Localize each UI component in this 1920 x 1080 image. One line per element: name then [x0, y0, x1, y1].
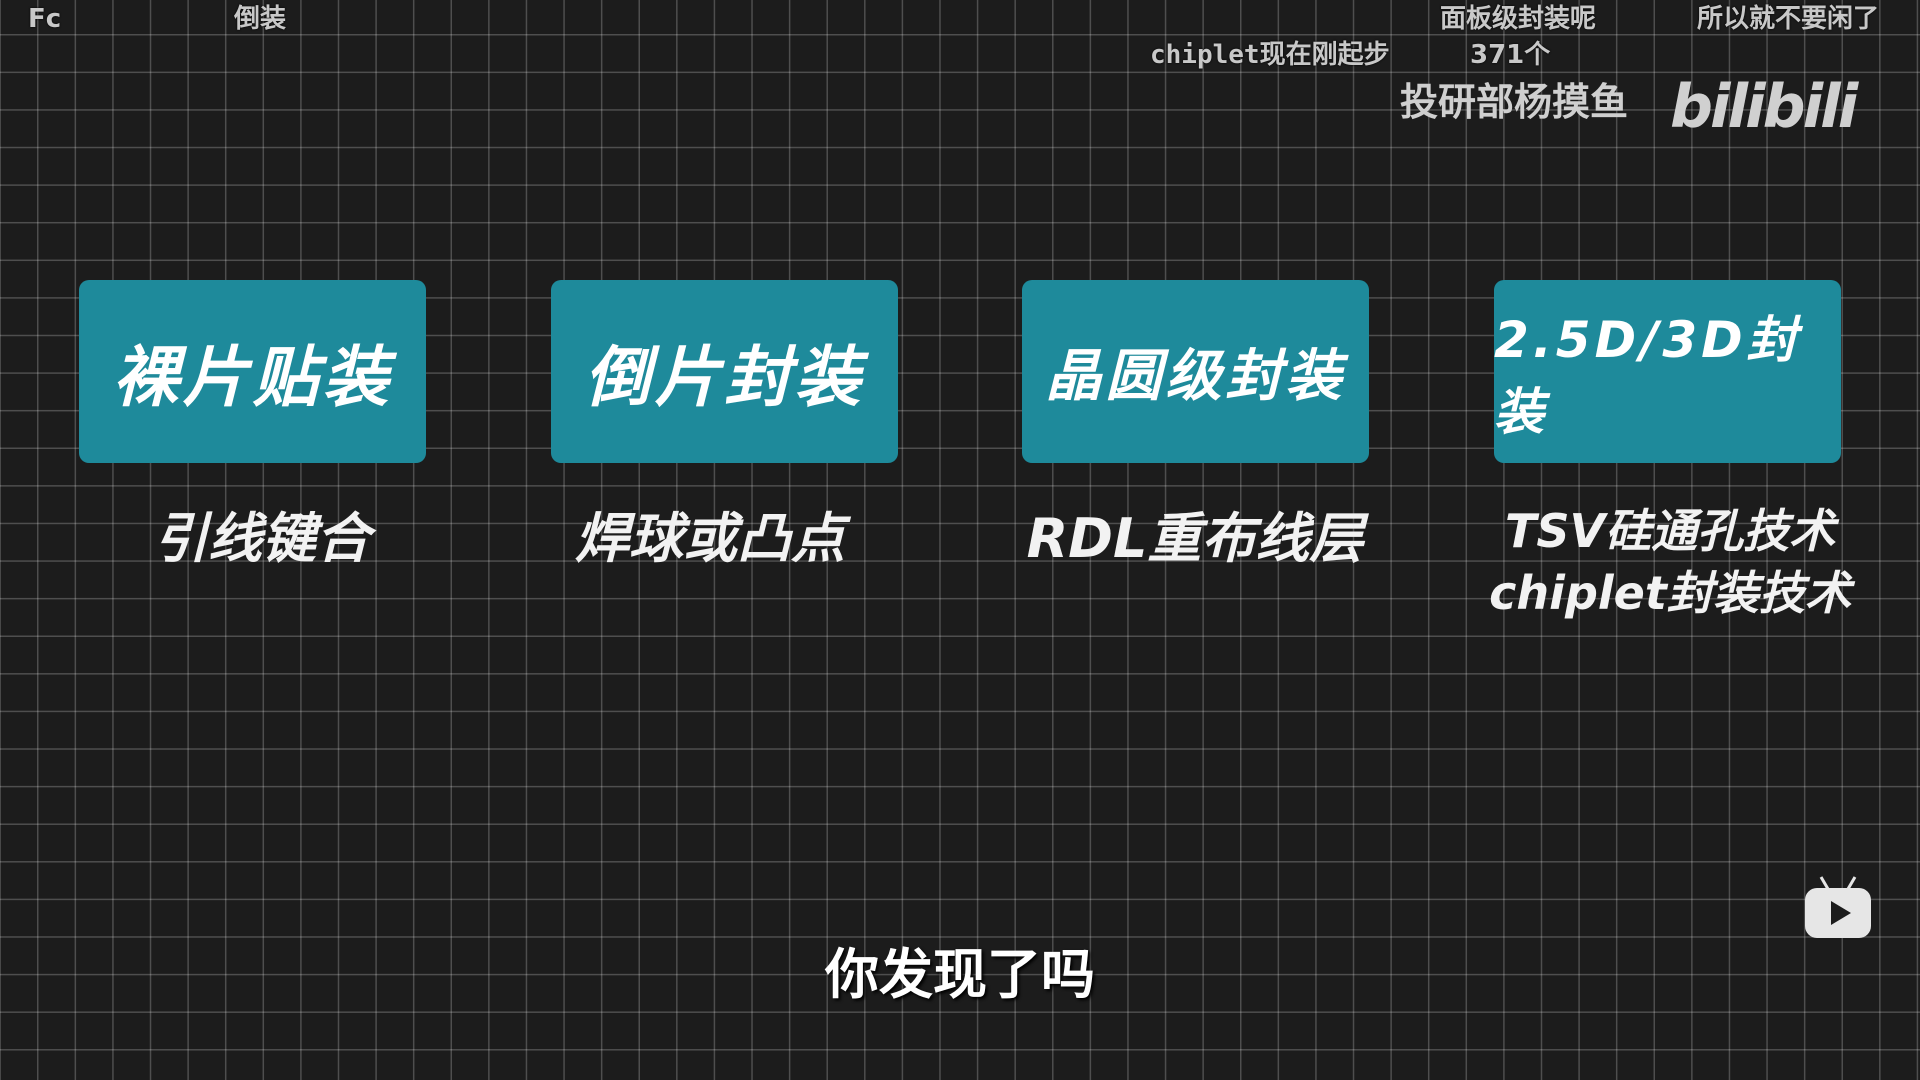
box-label: 引线键合 [154, 507, 370, 570]
play-icon[interactable] [1805, 888, 1871, 938]
package-box-2-5d-3d: 2.5D/3D封装 [1494, 280, 1841, 463]
danmaku-comment: Fc [28, 4, 62, 34]
danmaku-comment: chiplet现在刚起步 [1150, 40, 1390, 70]
bilibili-logo: bilibili [1670, 72, 1858, 142]
danmaku-comment: 371个 [1470, 40, 1551, 70]
package-box-flip-chip: 倒片封装 [551, 280, 898, 463]
box-title: 2.5D/3D封装 [1494, 310, 1801, 441]
box-label: chiplet封装技术 [1489, 566, 1851, 620]
box-title: 裸片贴装 [112, 338, 393, 416]
box-label: TSV硅通孔技术 [1504, 504, 1836, 558]
box-label: 焊球或凸点 [575, 507, 845, 570]
box-title: 晶圆级封装 [1045, 344, 1346, 409]
package-box-wafer-level: 晶圆级封装 [1022, 280, 1369, 463]
box-title: 倒片封装 [584, 338, 865, 416]
package-box-bare-die: 裸片贴装 [79, 280, 426, 463]
danmaku-comment: 倒装 [234, 4, 287, 34]
channel-watermark: 投研部杨摸鱼 [1400, 80, 1629, 124]
subtitle: 你发现了吗 [825, 943, 1095, 1006]
danmaku-comment: 面板级封装呢 [1440, 4, 1597, 34]
box-label: RDL重布线层 [1026, 507, 1364, 570]
danmaku-comment: 所以就不要闲了 [1697, 4, 1880, 34]
